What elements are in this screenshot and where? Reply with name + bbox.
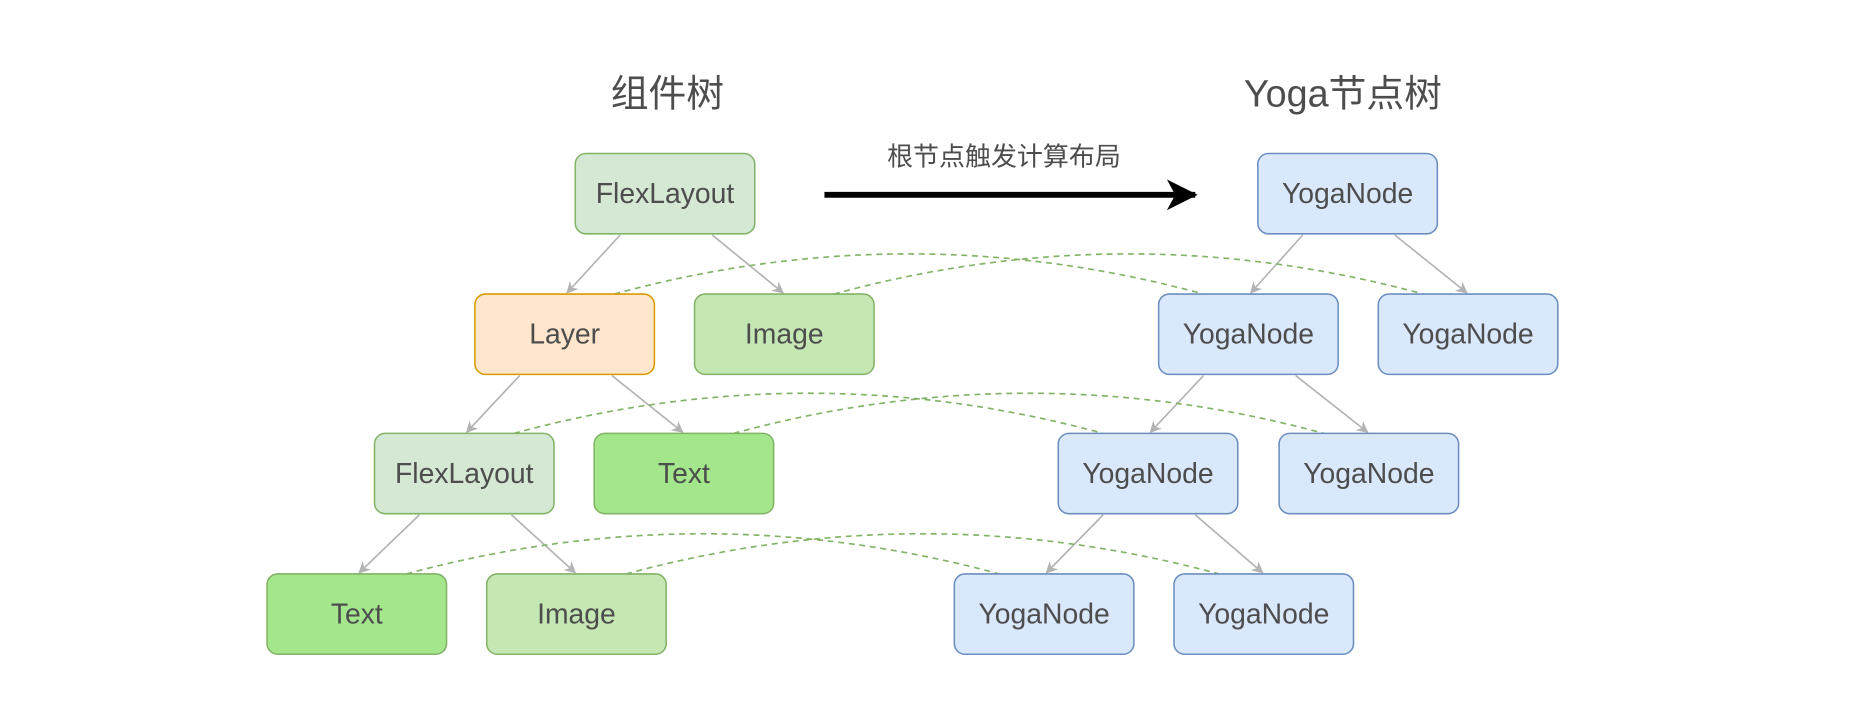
- node-label: YogaNode: [1303, 458, 1434, 490]
- node-label: Text: [658, 458, 710, 490]
- node-label: FlexLayout: [596, 178, 735, 210]
- mapping-edge: [406, 533, 1000, 575]
- tree-edge: [1194, 514, 1264, 574]
- tree-edge: [510, 514, 577, 574]
- node-label: YogaNode: [1282, 178, 1413, 210]
- tree-edge: [1045, 514, 1104, 574]
- node-yoga[interactable]: YogaNode: [1278, 432, 1460, 515]
- node-label: Image: [537, 599, 616, 631]
- node-box: [1257, 152, 1439, 235]
- tree-edge: [566, 234, 621, 294]
- node-text[interactable]: Text: [266, 573, 448, 655]
- mapping-edge: [625, 533, 1220, 575]
- mapping-edge: [614, 253, 1204, 295]
- node-label: Layer: [529, 319, 600, 351]
- node-yoga[interactable]: YogaNode: [1057, 432, 1239, 515]
- tree-edges: [358, 234, 1468, 574]
- node-box: [1057, 432, 1239, 515]
- mapping-edges: [406, 253, 1424, 575]
- tree-edge: [465, 374, 521, 434]
- node-box: [574, 152, 756, 235]
- node-box: [485, 573, 667, 655]
- tree-edge: [358, 514, 420, 574]
- node-label: Image: [745, 319, 824, 351]
- mapping-edge: [833, 253, 1424, 295]
- node-label: YogaNode: [978, 599, 1109, 631]
- node-flexlayout[interactable]: FlexLayout: [373, 432, 555, 515]
- node-box: [1377, 293, 1559, 376]
- node-label: YogaNode: [1402, 319, 1533, 351]
- node-flexlayout[interactable]: FlexLayout: [574, 152, 756, 235]
- node-label: FlexLayout: [395, 458, 534, 490]
- node-box: [1157, 293, 1339, 376]
- tree-edge: [711, 234, 785, 294]
- node-layer[interactable]: Layer: [474, 293, 656, 376]
- node-text[interactable]: Text: [593, 432, 775, 515]
- yoga-tree-title: Yoga节点树: [1244, 73, 1442, 115]
- node-label: YogaNode: [1183, 319, 1314, 351]
- mapping-edge: [733, 392, 1325, 435]
- node-yoga[interactable]: YogaNode: [1377, 293, 1559, 376]
- node-image[interactable]: Image: [693, 293, 875, 376]
- node-box: [373, 432, 555, 515]
- node-box: [266, 573, 448, 655]
- node-image[interactable]: Image: [485, 573, 667, 655]
- node-label: YogaNode: [1198, 599, 1329, 631]
- node-box: [953, 573, 1135, 655]
- node-box: [1173, 573, 1355, 655]
- node-box: [1278, 432, 1460, 515]
- tree-edge: [611, 374, 684, 433]
- tree-edge: [1394, 234, 1468, 294]
- node-yoga[interactable]: YogaNode: [953, 573, 1135, 655]
- node-box: [474, 293, 656, 376]
- node-label: Text: [331, 599, 383, 631]
- mapping-edge: [513, 392, 1104, 435]
- node-yoga[interactable]: YogaNode: [1157, 293, 1339, 376]
- component-tree-title: 组件树: [611, 73, 724, 115]
- node-label: YogaNode: [1082, 458, 1213, 490]
- node-yoga[interactable]: YogaNode: [1173, 573, 1355, 655]
- node-box: [593, 432, 775, 515]
- node-box: [693, 293, 875, 376]
- node-yoga[interactable]: YogaNode: [1257, 152, 1439, 235]
- tree-edge: [1295, 374, 1369, 433]
- arrow-label: 根节点触发计算布局: [887, 141, 1121, 171]
